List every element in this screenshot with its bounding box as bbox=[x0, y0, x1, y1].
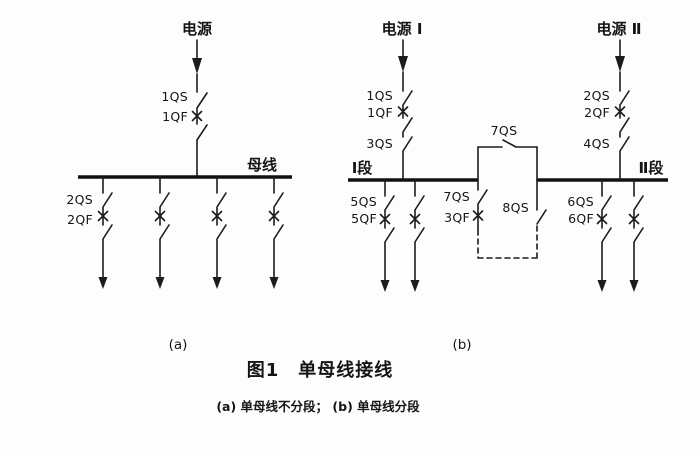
source-arrow-a bbox=[192, 39, 202, 74]
label-3qf: 3QF bbox=[444, 210, 470, 225]
label-2qs-b: 2QS bbox=[583, 88, 610, 103]
label-2qs: 2QS bbox=[66, 192, 93, 207]
diagram-a: 电源 母线 1QS 1QF 2QS 2QF (a) bbox=[66, 20, 292, 353]
diagram-b: 电源 Ⅰ 1QS 1QF 3QS 电源 Ⅱ 2QS 2QF 4QS Ⅰ段 Ⅱ段 bbox=[348, 20, 668, 353]
label-1qf: 1QF bbox=[162, 109, 188, 124]
label-3qs: 3QS bbox=[366, 136, 393, 151]
label-5qs: 5QS bbox=[350, 194, 377, 209]
caption-a: (a) bbox=[169, 337, 188, 353]
figure-subcaption: (a) 单母线不分段； (b) 单母线分段 bbox=[216, 399, 420, 414]
label-8qs: 8QS bbox=[502, 200, 529, 215]
label-6qf: 6QF bbox=[568, 211, 594, 226]
incoming-line-a bbox=[191, 73, 208, 178]
label-1qs-b: 1QS bbox=[366, 88, 393, 103]
incoming-line-b1 bbox=[397, 71, 413, 181]
figure-title: 图1 单母线接线 bbox=[247, 359, 394, 381]
label-1qs: 1QS bbox=[161, 89, 188, 104]
incoming-line-b2 bbox=[614, 71, 630, 181]
busbar-label-a: 母线 bbox=[247, 156, 277, 174]
label-2qf-b: 2QF bbox=[584, 105, 610, 120]
source-arrow-b1 bbox=[398, 39, 408, 72]
label-6qs: 6QS bbox=[567, 194, 594, 209]
label-7qs: 7QS bbox=[443, 189, 470, 204]
busbar-2-label: Ⅱ段 bbox=[639, 159, 664, 177]
source-2-label: 电源 Ⅱ bbox=[596, 20, 641, 38]
label-1qf-b: 1QF bbox=[367, 105, 393, 120]
busbar-1-label: Ⅰ段 bbox=[352, 159, 373, 177]
caption-b: (b) bbox=[452, 337, 471, 353]
label-4qs: 4QS bbox=[583, 136, 610, 151]
label-5qf: 5QF bbox=[351, 211, 377, 226]
source-arrow-b2 bbox=[615, 39, 625, 72]
figure-captions: 图1 单母线接线 (a) 单母线不分段； (b) 单母线分段 bbox=[216, 359, 420, 414]
label-7qs-bypass: 7QS bbox=[491, 123, 518, 138]
source-label-a: 电源 bbox=[182, 20, 212, 38]
source-1-label: 电源 Ⅰ bbox=[382, 20, 423, 38]
label-2qf: 2QF bbox=[67, 212, 93, 227]
bus-tie-section bbox=[472, 139, 547, 259]
